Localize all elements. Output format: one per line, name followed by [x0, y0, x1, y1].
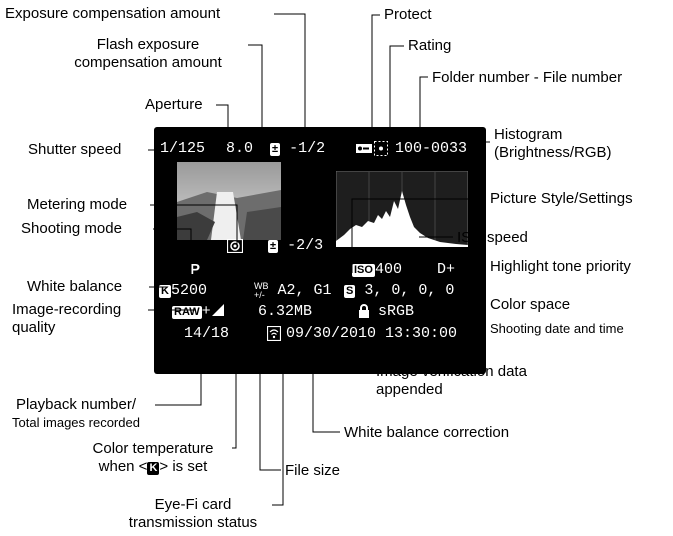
label-flash-compensation: Flash exposure compensation amount — [52, 36, 244, 72]
wb-shift-icon: WB+/- — [254, 281, 269, 300]
label-flash-compensation-line1: Flash exposure — [96, 36, 200, 53]
label-white-balance-correction: White balance correction — [344, 424, 510, 441]
label-shooting-mode: Shooting mode — [21, 220, 122, 237]
rating-icon — [374, 141, 388, 161]
label-flash-compensation-line2: compensation amount — [74, 54, 222, 71]
label-highlight-tone-priority: Highlight tone priority — [490, 258, 631, 275]
label-shutter-speed: Shutter speed — [28, 141, 122, 158]
shooting-datetime-value: 09/30/2010 13:30:00 — [286, 325, 458, 342]
label-color-temperature-post: > is set — [159, 458, 208, 475]
eyefi-icon — [266, 325, 282, 346]
shutter-speed-value: 1/125 — [160, 140, 206, 157]
label-protect: Protect — [384, 6, 432, 23]
playback-number: 14/18 — [184, 325, 230, 342]
exposure-comp-value: ± -1/2 — [270, 140, 325, 157]
white-balance-icon: K — [159, 285, 171, 298]
label-file-size: File size — [285, 462, 341, 479]
quality-suffix: + — [201, 303, 211, 320]
white-balance-k-icon: K — [147, 462, 160, 475]
aperture-value: 8.0 — [226, 140, 254, 157]
label-iso-speed: ISO speed — [457, 229, 528, 246]
thumbnail-image — [177, 162, 281, 240]
metering-mode-icon — [226, 238, 244, 258]
iso-icon: ISO — [352, 264, 375, 277]
picture-style-icon: S — [344, 285, 356, 298]
jpeg-quality-icon — [211, 304, 224, 316]
label-picture-style: Picture Style/Settings — [490, 190, 633, 207]
histogram-panel — [336, 171, 468, 247]
label-eyefi-status: Eye-Fi card transmission status — [118, 496, 268, 532]
label-playback-line1: Playback number/ — [15, 396, 137, 413]
wb-shift-amount: A2, G1 — [277, 282, 332, 299]
iso-number: 400 — [374, 261, 402, 278]
color-space-value: sRGB — [378, 303, 415, 320]
flash-comp-value: ± -2/3 — [268, 237, 323, 254]
label-image-verification-line2: appended — [376, 381, 443, 398]
file-size-value: 6.32MB — [258, 303, 313, 320]
label-metering-mode: Metering mode — [27, 196, 128, 213]
label-color-temperature-line2: when <K> is set — [78, 458, 228, 476]
raw-icon: RAW — [172, 306, 202, 319]
exposure-comp-icon: ± — [270, 143, 281, 156]
label-playback-number: Playback number/ Total images recorded — [0, 396, 152, 432]
flash-comp-amount: -2/3 — [287, 237, 324, 254]
label-image-verification: Image verification data appended — [376, 363, 527, 399]
label-histogram: Histogram (Brightness/RGB) — [494, 126, 612, 162]
label-color-temperature-pre: when < — [98, 458, 148, 475]
label-playback-line2: Total images recorded — [12, 415, 140, 430]
label-aperture: Aperture — [145, 96, 203, 113]
wb-correction-value: WB+/- A2, G1 — [254, 282, 332, 300]
label-histogram-line1: Histogram — [494, 126, 563, 143]
label-folder-file-number: Folder number - File number — [432, 69, 623, 86]
lock-icon — [358, 304, 370, 323]
label-eyefi-line2: transmission status — [128, 514, 258, 531]
label-eyefi-line1: Eye-Fi card — [154, 496, 232, 513]
label-image-quality-line2: quality — [12, 319, 56, 336]
highlight-tone-priority-value: D+ — [437, 261, 456, 278]
label-shooting-date-time: Shooting date and time — [490, 321, 624, 336]
color-temperature-number: 5200 — [170, 282, 207, 299]
label-color-space: Color space — [490, 296, 571, 313]
picture-style-value: S 3, 0, 0, 0 — [344, 282, 454, 299]
label-histogram-line2: (Brightness/RGB) — [494, 144, 612, 161]
label-rating: Rating — [408, 37, 452, 54]
image-quality-value: RAW+ — [172, 303, 224, 320]
label-image-quality-line1: Image-recording — [12, 301, 122, 318]
label-image-recording-quality: Image-recording quality — [12, 301, 121, 337]
folder-file-number: 100-0033 — [395, 140, 468, 157]
exposure-comp-amount: -1/2 — [289, 140, 326, 157]
label-exposure-compensation: Exposure compensation amount — [5, 5, 221, 22]
protect-icon — [356, 142, 372, 160]
label-image-verification-line1: Image verification data — [376, 363, 527, 380]
flash-comp-icon: ± — [268, 240, 279, 253]
label-white-balance: White balance — [27, 278, 123, 295]
label-color-temperature: Color temperature when <K> is set — [78, 440, 228, 476]
picture-style-settings: 3, 0, 0, 0 — [364, 282, 455, 299]
label-color-temperature-line1: Color temperature — [92, 440, 214, 457]
shooting-mode-value: P — [190, 261, 201, 278]
